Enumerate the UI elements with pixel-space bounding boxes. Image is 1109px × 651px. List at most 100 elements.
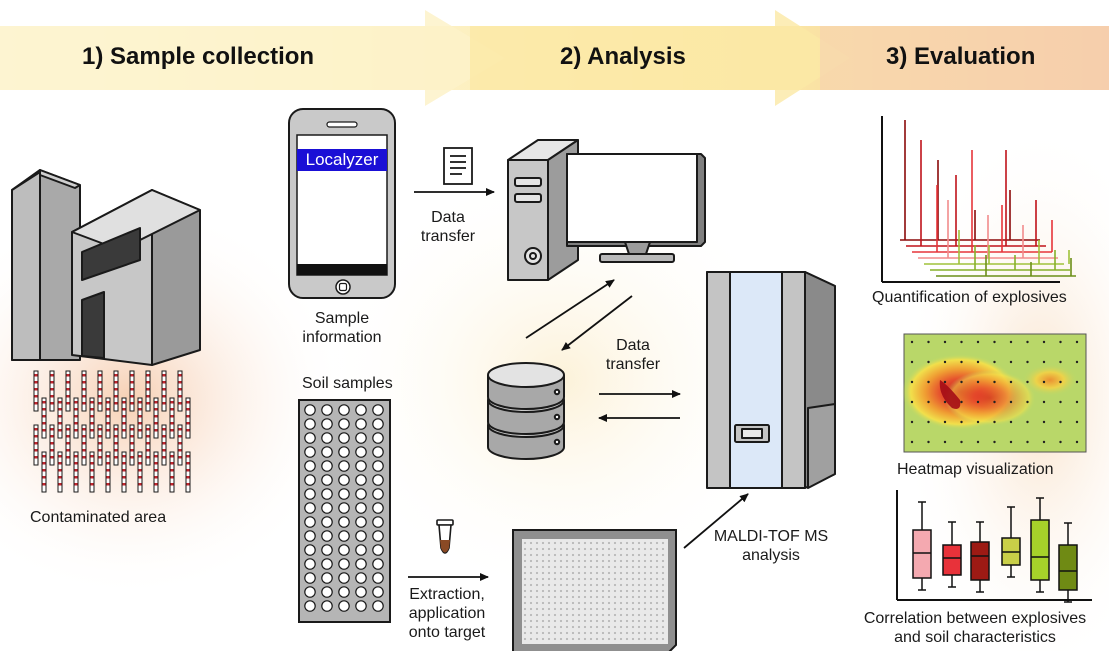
heatmap-sample-point — [1042, 360, 1046, 364]
heatmap-sample-point — [1059, 440, 1062, 444]
plate-well — [372, 404, 384, 416]
plate-well — [304, 404, 316, 416]
extraction-line-2: application — [408, 605, 486, 622]
step-title-analysis: 2) Analysis — [560, 43, 686, 70]
heatmap-sample-point — [1026, 420, 1029, 424]
heatmap-sample-point — [927, 340, 930, 344]
plate-well — [372, 446, 384, 458]
plate-well — [304, 488, 316, 500]
heatmap-sample-point — [927, 400, 930, 404]
correlation-label: Correlation between explosives and soil … — [842, 609, 1108, 647]
heatmap-sample-point — [1042, 380, 1046, 384]
heatmap-sample-point — [1075, 420, 1079, 424]
sample-stick — [73, 451, 79, 493]
heatmap-sample-point — [1075, 360, 1079, 364]
localyzer-app-label: Localyzer — [297, 149, 387, 171]
sample-stick — [185, 397, 191, 439]
plate-well — [355, 516, 367, 528]
plate-well — [338, 418, 350, 430]
building-icon — [11, 169, 201, 366]
heatmap-sample-point — [910, 420, 914, 424]
heatmap-sample-point — [1009, 440, 1013, 444]
sample-information-label: Sample information — [302, 309, 382, 347]
plate-well — [304, 502, 316, 514]
extraction-line-1: Extraction, — [409, 586, 485, 603]
heatmap-sample-point — [1026, 360, 1029, 364]
plate-well — [338, 502, 350, 514]
plate-well — [304, 572, 316, 584]
heatmap-sample-point — [1075, 380, 1079, 384]
heatmap-sample-point — [1026, 400, 1029, 404]
data-transfer-top-line-1: Data — [431, 209, 465, 226]
plate-well — [321, 586, 333, 598]
soil-sample-plate — [298, 399, 391, 623]
plate-well — [338, 404, 350, 416]
heatmap-sample-point — [993, 380, 996, 384]
heatmap-sample-point — [1059, 420, 1062, 424]
plate-well — [355, 502, 367, 514]
heatmap-sample-point — [1042, 440, 1046, 444]
plate-well — [338, 516, 350, 528]
heatmap-sample-point — [927, 360, 930, 364]
sample-stick — [33, 370, 39, 412]
heatmap-sample-point — [1059, 340, 1062, 344]
extraction-label: Extraction, application onto target — [404, 585, 490, 642]
heatmap-sample-point — [960, 420, 963, 424]
heatmap-sample-point — [910, 340, 914, 344]
plate-well — [304, 432, 316, 444]
plate-well — [372, 432, 384, 444]
heatmap-sample-point — [960, 400, 963, 404]
plate-well — [321, 488, 333, 500]
plate-well — [338, 544, 350, 556]
box-plot-item — [942, 521, 962, 588]
plate-well — [304, 544, 316, 556]
heatmap-sample-point — [943, 360, 947, 364]
heatmap-sample-point — [1009, 380, 1013, 384]
box-plot-item — [1058, 522, 1078, 603]
plate-well — [338, 600, 350, 612]
sample-stick — [161, 424, 167, 466]
computer-icon — [507, 139, 706, 281]
plate-well — [372, 544, 384, 556]
plate-well — [304, 474, 316, 486]
step-title-evaluation: 3) Evaluation — [886, 43, 1036, 70]
heatmap-sample-point — [927, 420, 930, 424]
plate-well — [355, 418, 367, 430]
heatmap-chart — [902, 333, 1087, 453]
data-transfer-top-line-2: transfer — [420, 228, 476, 245]
plate-well — [372, 530, 384, 542]
maldi-target-plate — [512, 529, 677, 651]
header-arrow-band — [0, 10, 1109, 106]
data-transfer-mid-line-2: transfer — [605, 356, 661, 373]
plate-well — [304, 600, 316, 612]
sample-stick — [49, 370, 55, 412]
plate-well — [321, 558, 333, 570]
sample-stick — [41, 451, 47, 493]
plate-well — [355, 530, 367, 542]
heatmap-sample-point — [1009, 360, 1013, 364]
step-title-sample-collection: 1) Sample collection — [82, 43, 315, 70]
sample-stick — [89, 451, 95, 493]
plate-well — [304, 418, 316, 430]
heatmap-sample-point — [943, 400, 947, 404]
plate-well — [355, 404, 367, 416]
plate-well — [304, 530, 316, 542]
sample-tube-icon — [436, 519, 454, 554]
heatmap-sample-point — [1042, 420, 1046, 424]
plate-well — [355, 544, 367, 556]
heatmap-sample-point — [910, 440, 914, 444]
plate-well — [304, 558, 316, 570]
sample-stick — [177, 424, 183, 466]
sample-stick — [121, 397, 127, 439]
sample-stick — [185, 451, 191, 493]
quantification-spectra-plot — [881, 116, 1076, 283]
sample-stick — [57, 451, 63, 493]
sample-stick — [49, 424, 55, 466]
sample-stick — [129, 370, 135, 412]
document-icon — [443, 147, 473, 185]
sample-stick — [113, 370, 119, 412]
heatmap-sample-point — [1059, 360, 1062, 364]
sample-stick — [57, 397, 63, 439]
heatmap-sample-point — [943, 420, 947, 424]
